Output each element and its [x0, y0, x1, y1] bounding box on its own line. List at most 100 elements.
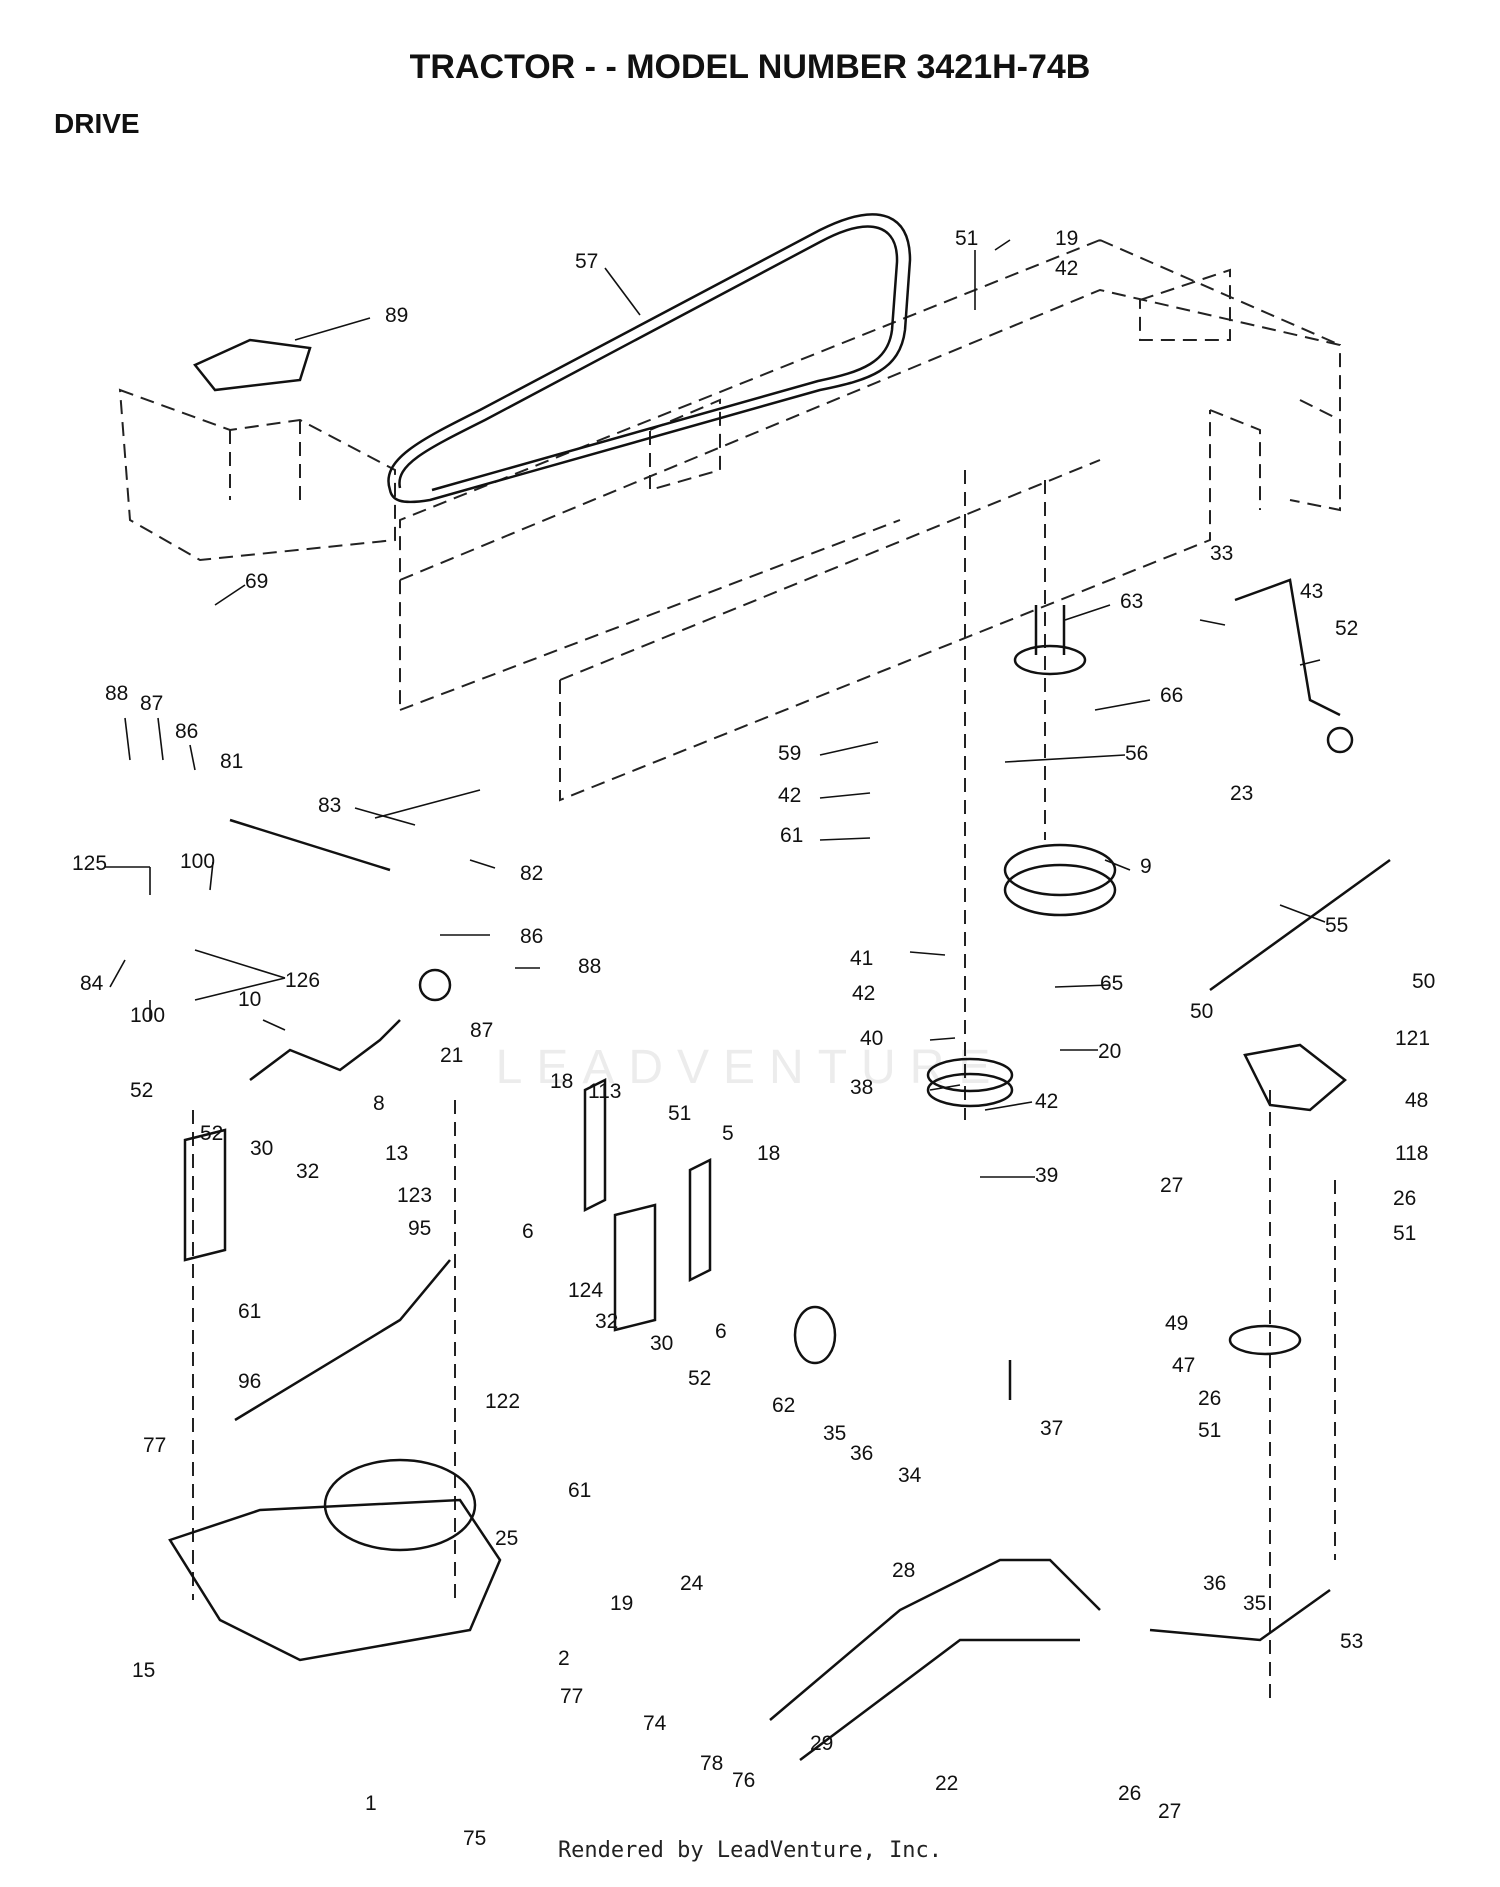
section-title: DRIVE	[54, 108, 140, 139]
callout-52: 52	[1335, 617, 1358, 640]
callout-61: 61	[780, 824, 803, 847]
callout-123: 123	[397, 1184, 432, 1207]
callout-69: 69	[245, 570, 268, 593]
callout-19: 19	[1055, 227, 1078, 250]
footer-credit: Rendered by LeadVenture, Inc.	[557, 1838, 943, 1863]
callout-65: 65	[1100, 972, 1123, 995]
callout-9: 9	[1140, 855, 1152, 878]
callout-86: 86	[520, 925, 543, 948]
callout-51: 51	[1393, 1222, 1416, 1245]
callout-88: 88	[578, 955, 601, 978]
callout-87: 87	[470, 1019, 493, 1042]
callout-74: 74	[643, 1712, 667, 1735]
callout-15: 15	[132, 1659, 155, 1682]
callout-24: 24	[680, 1572, 704, 1595]
callout-51: 51	[668, 1102, 691, 1125]
callout-36: 36	[850, 1442, 873, 1465]
callout-42: 42	[1035, 1090, 1058, 1113]
callout-84: 84	[80, 972, 104, 995]
callout-35: 35	[823, 1422, 846, 1445]
callout-61: 61	[238, 1300, 261, 1323]
callout-100: 100	[130, 1004, 165, 1027]
callout-100: 100	[180, 850, 215, 873]
callout-36: 36	[1203, 1572, 1226, 1595]
callout-122: 122	[485, 1390, 520, 1413]
callout-26: 26	[1393, 1187, 1416, 1210]
callout-50: 50	[1412, 970, 1435, 993]
callout-21: 21	[440, 1044, 463, 1067]
callout-6: 6	[715, 1320, 727, 1343]
callout-95: 95	[408, 1217, 431, 1240]
callout-40: 40	[860, 1027, 883, 1050]
callout-51: 51	[1198, 1419, 1221, 1442]
callout-77: 77	[560, 1685, 583, 1708]
callout-89: 89	[385, 304, 408, 327]
callout-41: 41	[850, 947, 873, 970]
tractor-frame-outline	[118, 239, 1341, 802]
callout-22: 22	[935, 1772, 958, 1795]
callout-82: 82	[520, 862, 543, 885]
callout-8: 8	[373, 1092, 385, 1115]
callout-13: 13	[385, 1142, 408, 1165]
callout-27: 27	[1158, 1800, 1181, 1823]
callout-86: 86	[175, 720, 198, 743]
callout-56: 56	[1125, 742, 1148, 765]
callout-1: 1	[365, 1792, 377, 1815]
callout-38: 38	[850, 1076, 873, 1099]
callout-37: 37	[1040, 1417, 1063, 1440]
callout-57: 57	[575, 250, 598, 273]
callout-118: 118	[1395, 1142, 1428, 1165]
page-title: TRACTOR - - MODEL NUMBER 3421H-74B	[409, 48, 1091, 86]
callout-76: 76	[732, 1769, 755, 1792]
callout-75: 75	[463, 1827, 486, 1850]
callout-26: 26	[1118, 1782, 1141, 1805]
callout-52: 52	[130, 1079, 153, 1102]
callout-28: 28	[892, 1559, 915, 1582]
callout-42: 42	[1055, 257, 1078, 280]
callout-55: 55	[1325, 914, 1348, 937]
callout-113: 113	[588, 1080, 621, 1103]
callout-50: 50	[1190, 1000, 1213, 1023]
callout-62: 62	[772, 1394, 795, 1417]
callout-52: 52	[688, 1367, 711, 1390]
callout-48: 48	[1405, 1089, 1428, 1112]
callout-10: 10	[238, 988, 261, 1011]
callout-2: 2	[558, 1647, 570, 1670]
callout-59: 59	[778, 742, 801, 765]
callout-78: 78	[700, 1752, 723, 1775]
callout-32: 32	[296, 1160, 319, 1183]
callout-43: 43	[1300, 580, 1323, 603]
callout-77: 77	[143, 1434, 166, 1457]
watermark-text: LEADVENTURE	[495, 1041, 1005, 1094]
callout-61: 61	[568, 1479, 591, 1502]
callout-81: 81	[220, 750, 243, 773]
callout-29: 29	[810, 1732, 833, 1755]
callout-6: 6	[522, 1220, 534, 1243]
callout-53: 53	[1340, 1630, 1363, 1653]
leader-lines	[105, 239, 1326, 1178]
callout-124: 124	[568, 1279, 603, 1302]
callout-52: 52	[200, 1122, 223, 1145]
callout-96: 96	[238, 1370, 261, 1393]
callout-26: 26	[1198, 1387, 1221, 1410]
callout-20: 20	[1098, 1040, 1121, 1063]
callout-51: 51	[955, 227, 978, 250]
callout-18: 18	[550, 1070, 573, 1093]
callout-125: 125	[72, 852, 107, 875]
callout-63: 63	[1120, 590, 1143, 613]
callout-30: 30	[650, 1332, 673, 1355]
callout-32: 32	[595, 1310, 618, 1333]
callout-39: 39	[1035, 1164, 1058, 1187]
callout-49: 49	[1165, 1312, 1188, 1335]
callout-19: 19	[610, 1592, 633, 1615]
callout-30: 30	[250, 1137, 273, 1160]
callout-87: 87	[140, 692, 163, 715]
callout-23: 23	[1230, 782, 1253, 805]
callout-25: 25	[495, 1527, 518, 1550]
callout-18: 18	[757, 1142, 780, 1165]
callout-35: 35	[1243, 1592, 1266, 1615]
callout-47: 47	[1172, 1354, 1195, 1377]
callout-27: 27	[1160, 1174, 1183, 1197]
